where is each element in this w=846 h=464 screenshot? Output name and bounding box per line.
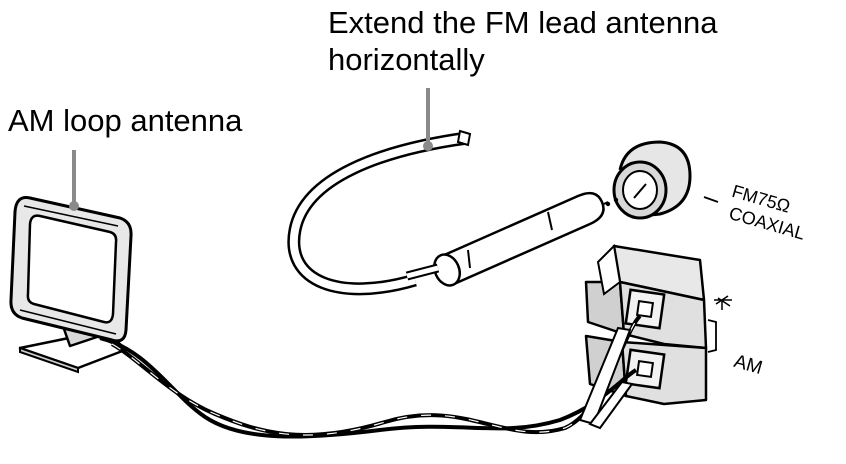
fm-plug-rear [433,253,461,287]
fm-lead-antenna [287,129,609,296]
am-loop-base-front [19,346,79,374]
am-bracket [707,319,717,353]
fm-antenna-instruction: Extend the FM lead antenna horizontally [328,5,718,78]
fm-coaxial-socket [605,140,719,220]
fm-plug-body [440,191,605,286]
am-loop-frame-inner [26,214,118,324]
am-loop-antenna-label: AM loop antenna [8,103,243,138]
am-loop-antenna [9,196,133,374]
ground-symbol [714,295,732,310]
fm-lead-tip [456,129,472,147]
am-loop-twisted-wire [99,314,642,439]
